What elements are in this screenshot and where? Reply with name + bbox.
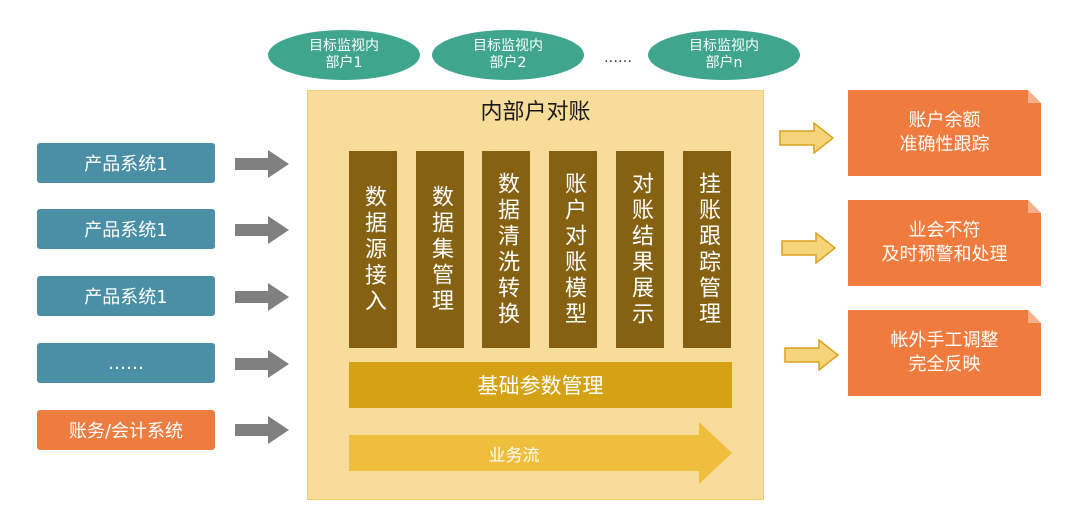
output-2-line1: 业会不符 [908, 220, 981, 241]
input-arrow-icon [235, 416, 289, 444]
folded-corner-icon [1028, 310, 1041, 323]
folded-corner-icon [1028, 200, 1041, 213]
output-balance-tracking: 账户余额 准确性跟踪 [848, 90, 1041, 176]
monitored-account-1-line2: 部户1 [325, 55, 363, 71]
monitored-account-2: 目标监视内 部户2 [432, 30, 584, 80]
output-arrow-icon [784, 339, 839, 371]
source-accounting-system: 账务/会计系统 [37, 410, 215, 450]
output-1-line2: 准确性跟踪 [899, 134, 990, 155]
output-arrow-icon [781, 232, 836, 264]
module-data-cleaning: 数据清洗转换 [482, 151, 530, 348]
monitored-account-2-line2: 部户2 [489, 55, 527, 71]
business-flow-label: 业务流 [488, 445, 540, 466]
monitored-account-1-line1: 目标监视内 [309, 38, 379, 54]
source-ellipsis: …… [37, 343, 215, 383]
monitored-account-1: 目标监视内 部户1 [268, 30, 420, 80]
module-data-source-access: 数据源接入 [349, 151, 397, 348]
module-account-reconciliation-model: 账户对账模型 [549, 151, 597, 348]
business-flow-arrow [349, 422, 732, 484]
source-product-system-3: 产品系统1 [37, 276, 215, 316]
output-manual-adjustment: 帐外手工调整 完全反映 [848, 310, 1041, 396]
input-arrow-icon [235, 150, 289, 178]
panel-title: 内部户对账 [480, 100, 591, 125]
output-mismatch-alert: 业会不符 及时预警和处理 [848, 200, 1041, 286]
input-arrow-icon [235, 350, 289, 378]
output-1-line1: 账户余额 [908, 110, 981, 131]
source-product-system-2: 产品系统1 [37, 209, 215, 249]
monitored-account-2-line1: 目标监视内 [473, 38, 543, 54]
monitored-account-n-line1: 目标监视内 [689, 38, 759, 54]
output-3-line2: 完全反映 [908, 354, 981, 375]
folded-corner-icon [1028, 90, 1041, 103]
output-2-line2: 及时预警和处理 [881, 244, 1008, 265]
monitored-account-n: 目标监视内 部户n [648, 30, 800, 80]
module-reconciliation-result: 对账结果展示 [616, 151, 664, 348]
output-3-line1: 帐外手工调整 [890, 330, 999, 351]
output-arrow-icon [779, 122, 834, 154]
source-product-system-1: 产品系统1 [37, 143, 215, 183]
input-arrow-icon [235, 216, 289, 244]
module-pending-tracking: 挂账跟踪管理 [683, 151, 731, 348]
base-parameter-management: 基础参数管理 [349, 362, 732, 408]
module-dataset-management: 数据集管理 [416, 151, 464, 348]
monitored-account-n-line2: 部户n [705, 55, 743, 71]
input-arrow-icon [235, 283, 289, 311]
monitored-ellipsis: …… [604, 50, 632, 66]
